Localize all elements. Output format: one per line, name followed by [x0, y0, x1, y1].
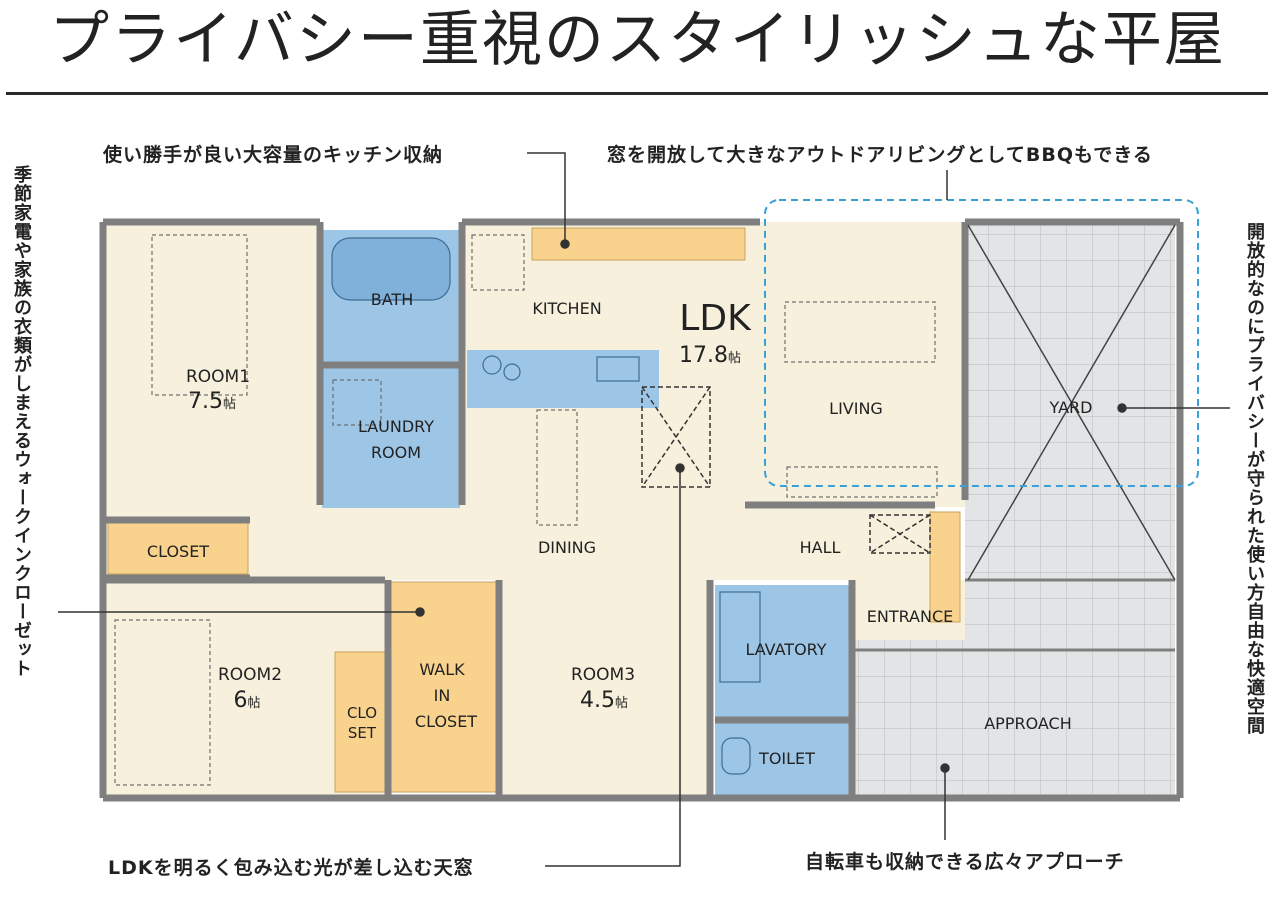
closet-label: CLOSET	[147, 542, 209, 561]
ldk-unit: 帖	[728, 351, 741, 366]
toilet-label: TOILET	[758, 749, 815, 768]
room2-label: ROOM2	[218, 665, 282, 685]
yard-cross	[967, 224, 1176, 581]
walls	[99, 218, 1184, 802]
lavatory-counter	[719, 591, 761, 683]
floor-fills	[105, 220, 1175, 795]
bed-room2	[114, 619, 211, 786]
svg-text:7.5帖: 7.5帖	[188, 389, 236, 414]
svg-text:6帖: 6帖	[233, 688, 260, 713]
svg-text:17.8帖: 17.8帖	[679, 343, 741, 368]
room1-size: 7.5	[188, 389, 223, 414]
callout-privacy-yard: 開放的なのにプライバシーが守られた使い方自由な快適空間	[1244, 222, 1265, 735]
svg-text:4.5帖: 4.5帖	[580, 688, 628, 713]
ldk-label: LDK	[679, 298, 752, 339]
hall-label: HALL	[800, 538, 841, 557]
bath-label: BATH	[371, 290, 413, 309]
dining-table	[536, 409, 578, 526]
room-labels: ROOM1 7.5帖 ROOM2 6帖 ROOM3 4.5帖 BATH LAUN…	[147, 290, 1093, 768]
lavatory-label: LAVATORY	[745, 640, 826, 659]
walk-in-label-3: CLOSET	[415, 712, 477, 731]
leader-lines	[58, 152, 1230, 867]
yard-floor	[965, 220, 1175, 640]
callout-open-window: 窓を開放して大きなアウトドアリビングとしてBBQもできる	[607, 144, 1153, 166]
page-title: プライバシー重視のスタイリッシュな平屋	[49, 5, 1226, 75]
small-closet-label-2: SET	[348, 724, 377, 742]
lavatory-floor	[715, 585, 850, 720]
toilet-bowl	[721, 737, 751, 775]
sink-basin-2	[503, 363, 521, 381]
laundry-label-1: LAUNDRY	[358, 417, 434, 436]
living-tv-board	[786, 466, 938, 498]
outdoor-living-zone	[764, 199, 1199, 487]
kitchen-label: KITCHEN	[532, 299, 601, 318]
sink-basin-1	[482, 355, 502, 375]
shoe-storage	[929, 511, 961, 623]
bathtub	[331, 237, 451, 301]
fixtures	[114, 234, 938, 786]
living-label: LIVING	[829, 399, 883, 418]
laundry-label-2: ROOM	[371, 443, 421, 462]
hall-floor	[745, 505, 935, 580]
callout-approach-storage: 自転車も収納できる広々アプローチ	[805, 851, 1125, 873]
walk-in-label-2: IN	[434, 686, 451, 705]
room2-size: 6	[233, 688, 247, 713]
small-closet-label-1: CLO	[347, 704, 377, 722]
small-closet-floor	[334, 651, 388, 793]
fridge	[471, 234, 525, 291]
washing-machine	[332, 379, 382, 426]
walk-in-closet-floor	[389, 581, 498, 793]
yard-label: YARD	[1049, 398, 1093, 417]
room1-unit: 帖	[223, 397, 236, 412]
dining-label: DINING	[538, 538, 596, 557]
room3-unit: 帖	[615, 696, 628, 711]
laundry-floor	[322, 368, 460, 508]
room3-size: 4.5	[580, 688, 615, 713]
entrance-label: ENTRANCE	[867, 607, 954, 626]
closet-floor	[107, 521, 249, 575]
ldk-size: 17.8	[679, 343, 728, 368]
toilet-floor	[715, 723, 850, 795]
title-divider	[6, 92, 1268, 95]
room3-label: ROOM3	[571, 665, 635, 685]
skylights	[641, 386, 931, 554]
room1-label: ROOM1	[186, 367, 250, 387]
room3-floor	[500, 580, 710, 795]
bed-room1	[151, 234, 248, 396]
kitchen-counter	[467, 350, 659, 408]
kitchen-sink	[596, 356, 640, 382]
callout-skylight: LDKを明るく包み込む光が差し込む天窓	[108, 857, 474, 879]
room2-unit: 帖	[247, 696, 260, 711]
walk-in-label-1: WALK	[419, 660, 465, 679]
approach-floor	[855, 640, 1175, 795]
approach-label: APPROACH	[984, 714, 1072, 733]
callout-kitchen-storage: 使い勝手が良い大容量のキッチン収納	[103, 144, 444, 166]
callout-walk-in-closet: 季節家電や家族の衣類がしまえるウォークインクローゼット	[11, 165, 32, 678]
